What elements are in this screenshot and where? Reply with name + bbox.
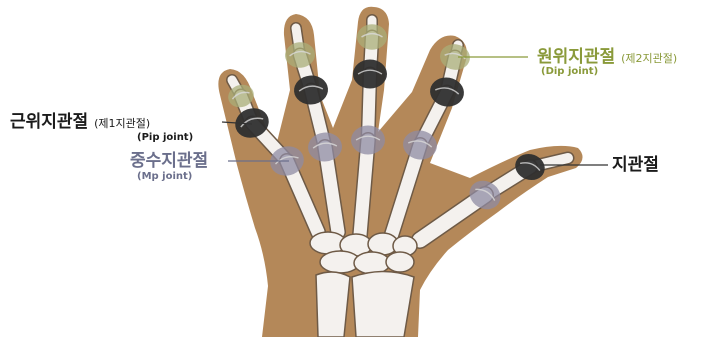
- mp-label: 중수지관절: [130, 153, 208, 170]
- pip-label-main: 근위지관절: [10, 112, 88, 132]
- dip-label: 원위지관절 (제2지관절): [537, 49, 677, 66]
- pip-label: 근위지관절 (제1지관절): [10, 114, 150, 131]
- mp-label-en: (Mp joint): [137, 172, 192, 182]
- ulna-bone: [316, 272, 350, 337]
- carpal-bone: [386, 252, 414, 272]
- radius-bone: [352, 272, 414, 338]
- dip-label-en: (Dip joint): [541, 67, 598, 77]
- carpal-bone: [354, 252, 390, 274]
- pip-joint-middle: [353, 60, 387, 89]
- dip-label-main: 원위지관절: [537, 47, 615, 67]
- thumb-joint-label: 지관절: [612, 157, 659, 174]
- pip-label-sub: (제1지관절): [94, 117, 150, 130]
- dip-joint-middle: [357, 24, 387, 50]
- pip-label-en: (Pip joint): [137, 133, 193, 143]
- dip-label-sub: (제2지관절): [621, 52, 677, 65]
- mp-joint-middle: [351, 126, 385, 155]
